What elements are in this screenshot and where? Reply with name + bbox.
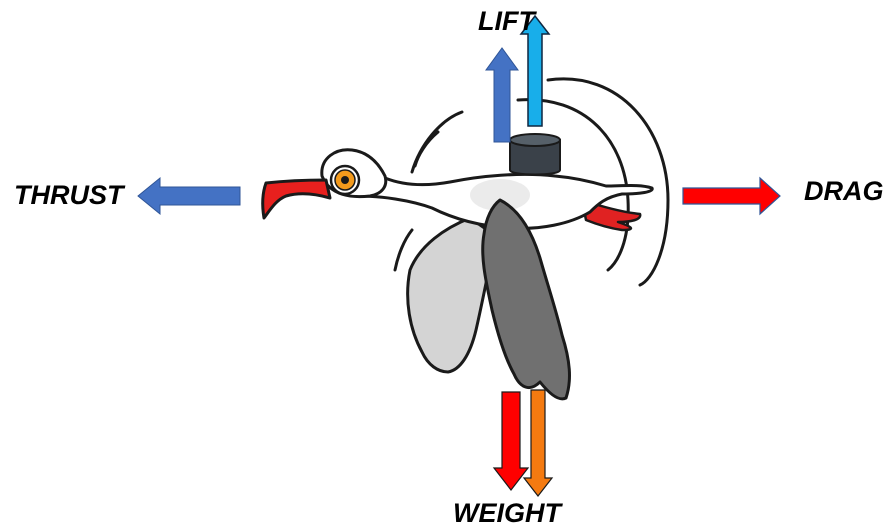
drag-label: DRAG xyxy=(804,178,884,205)
weight-label: WEIGHT xyxy=(453,500,561,527)
eye xyxy=(331,166,359,194)
drag-arrow xyxy=(683,178,780,214)
beak xyxy=(263,180,330,218)
motion-arc-low xyxy=(395,230,412,270)
weight-arrow-secondary xyxy=(524,390,552,496)
weight-block xyxy=(510,134,560,175)
lift-arrow-primary xyxy=(486,48,518,142)
thrust-label: THRUST xyxy=(14,182,124,209)
motion-arc-back xyxy=(412,112,462,172)
motion-arc-back-small xyxy=(415,132,438,166)
weight-arrow-primary xyxy=(494,392,528,490)
thrust-arrow xyxy=(138,178,240,214)
wing-dark xyxy=(483,200,570,399)
lift-label: LIFT xyxy=(478,8,535,35)
